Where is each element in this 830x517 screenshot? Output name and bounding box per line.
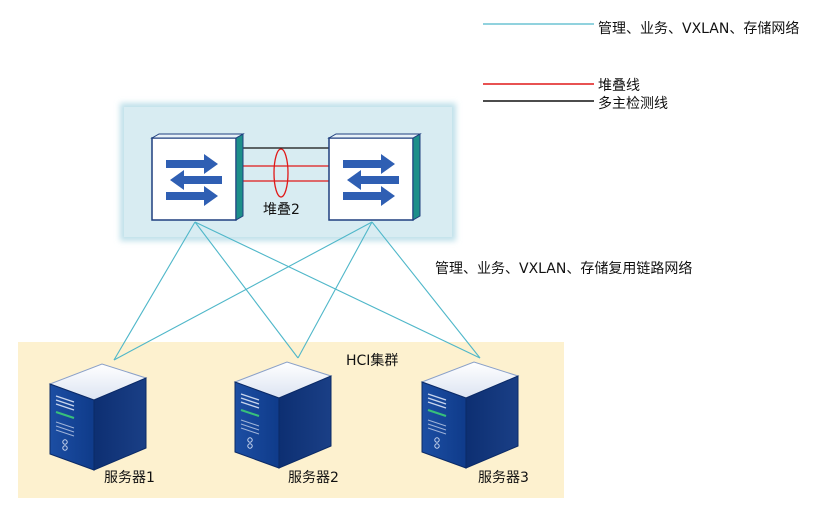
server-2-label: 服务器2 — [288, 470, 339, 486]
server-3-icon — [421, 361, 519, 469]
stack-label: 堆叠2 — [263, 202, 300, 218]
legend-stack-label: 堆叠线 — [598, 78, 640, 94]
stack-bundle-ring — [273, 148, 289, 198]
legend-mad-label: 多主检测线 — [598, 95, 668, 112]
switch-2-icon — [328, 133, 421, 221]
mgmt-links — [113, 221, 481, 361]
server-2-icon — [234, 361, 332, 469]
links-label: 管理、业务、VXLAN、存储复用链路网络 — [435, 260, 692, 277]
switch-1-icon — [151, 133, 244, 221]
server-1-icon — [49, 363, 147, 471]
legend-mgmt-label: 管理、业务、VXLAN、存储网络 — [598, 21, 799, 37]
cluster-label: HCI集群 — [346, 352, 398, 369]
server-3-label: 服务器3 — [478, 470, 529, 486]
server-1-label: 服务器1 — [104, 470, 155, 486]
